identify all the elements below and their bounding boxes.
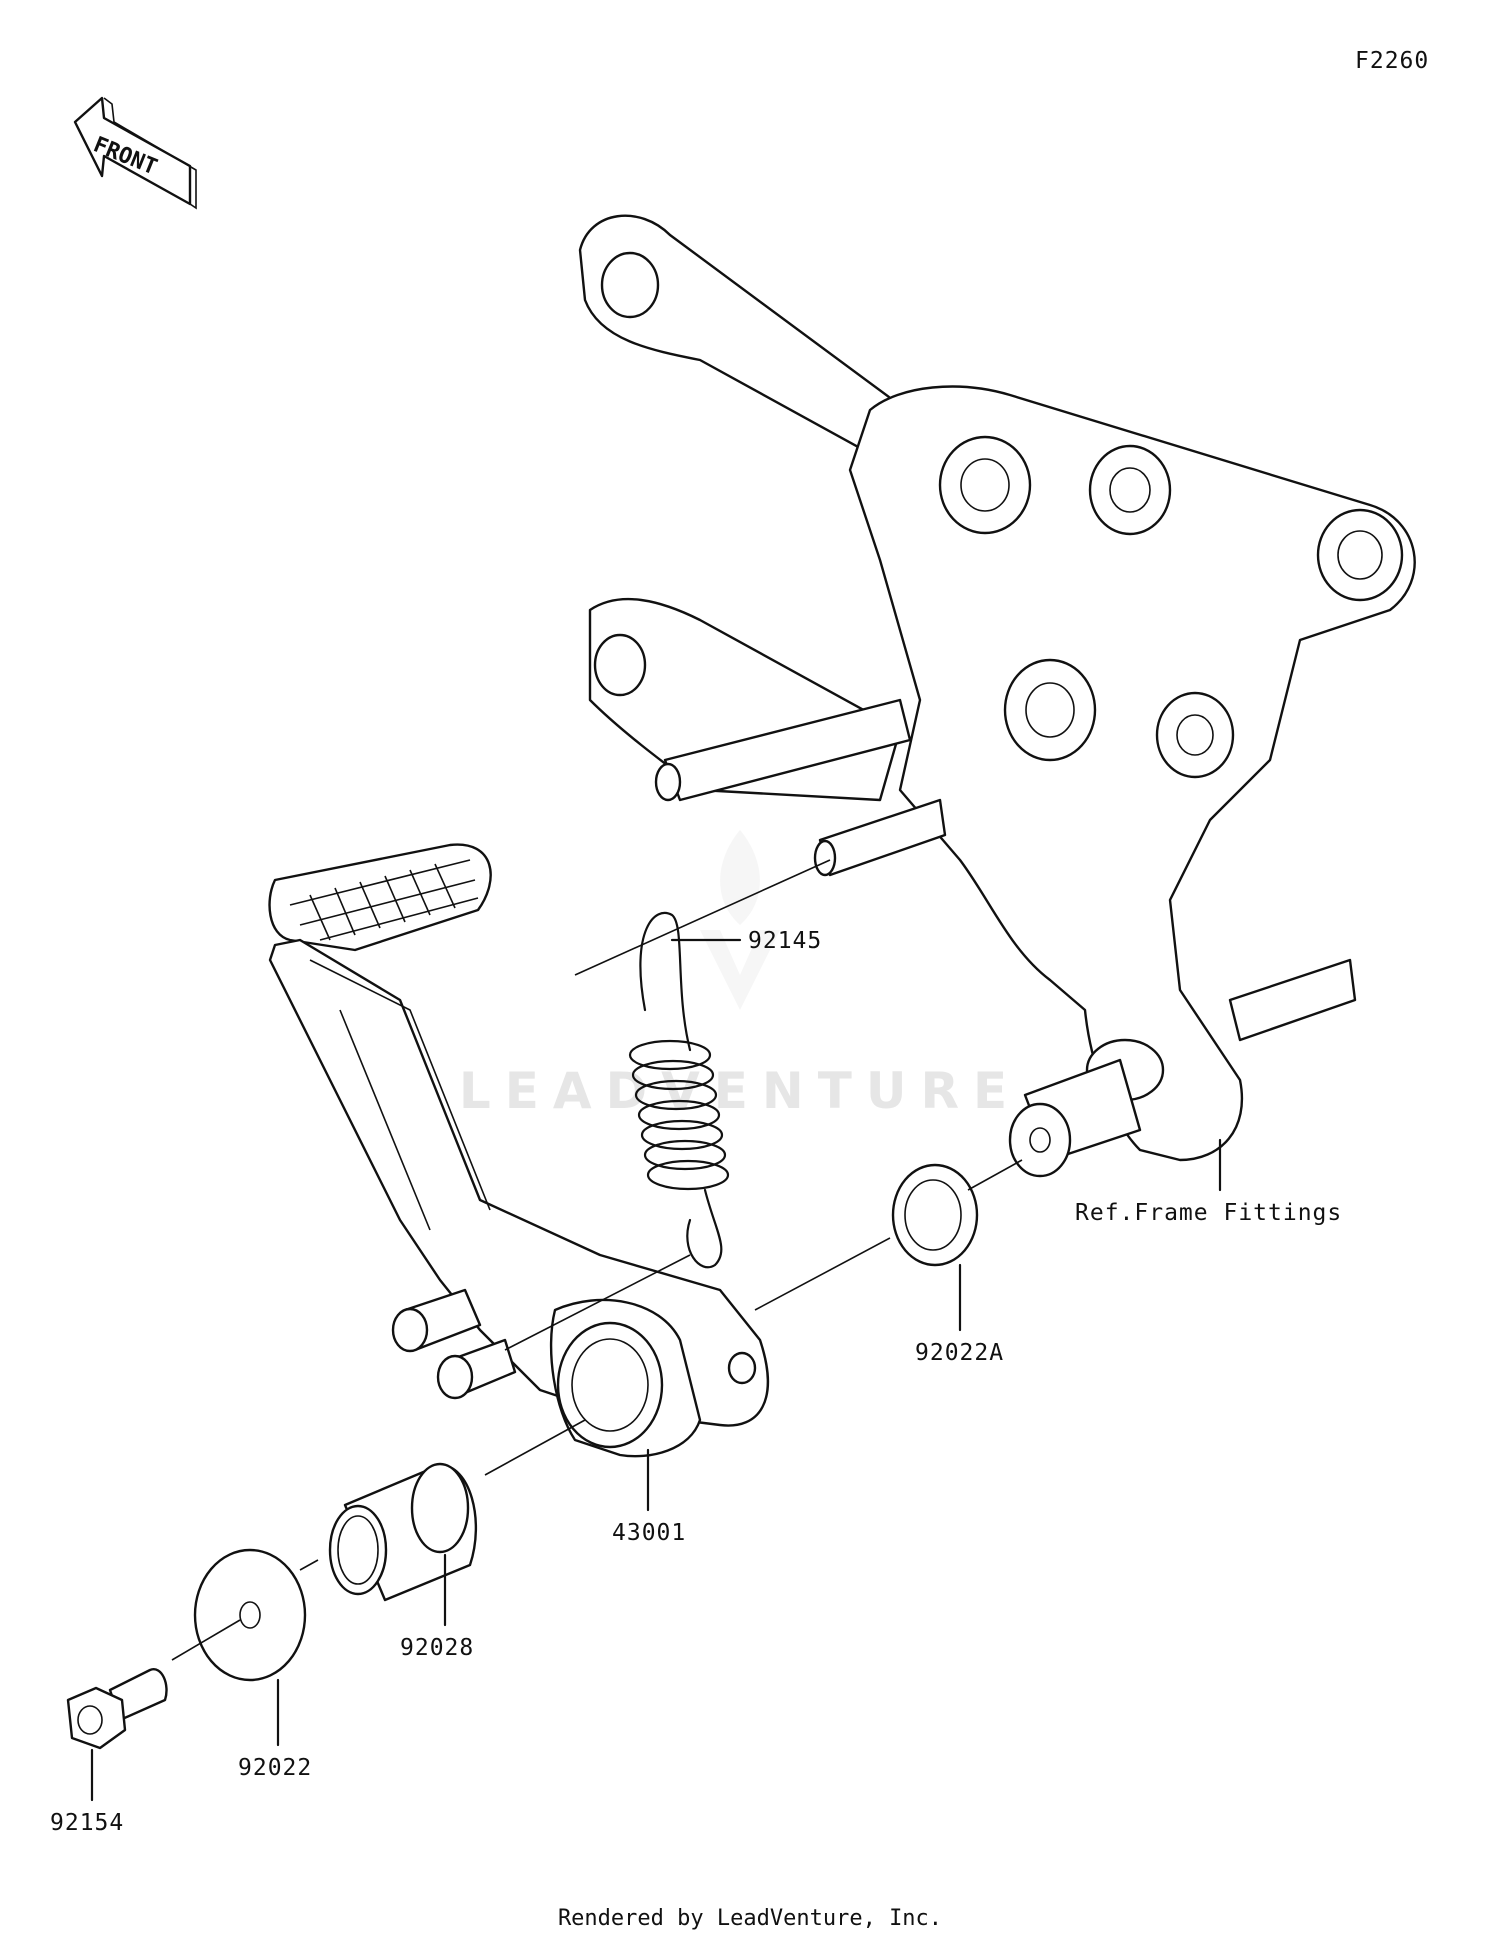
watermark: LEADVENTURE xyxy=(459,830,1021,1120)
callout-92022A: 92022A xyxy=(915,1340,1004,1366)
diagram-code: F2260 xyxy=(1355,48,1429,74)
footer-credit: Rendered by LeadVenture, Inc. xyxy=(558,1906,942,1931)
frame-bracket xyxy=(578,214,1416,1192)
washer-92022A xyxy=(891,1163,979,1332)
washer-92022 xyxy=(193,1548,307,1747)
callout-92154: 92154 xyxy=(50,1810,124,1836)
brake-pedal xyxy=(268,843,770,1512)
callout-92022: 92022 xyxy=(238,1755,312,1781)
callout-92145: 92145 xyxy=(748,928,822,954)
bolt-92154 xyxy=(66,1668,168,1802)
foot-pad-tread xyxy=(289,859,479,941)
callout-ref-frame-fittings: Ref.Frame Fittings xyxy=(1075,1200,1342,1226)
front-arrow-icon: FRONT xyxy=(73,96,197,210)
watermark-logo-icon xyxy=(700,830,780,1010)
bushing-92028 xyxy=(328,1462,478,1627)
callout-43001: 43001 xyxy=(612,1520,686,1546)
assembly-lines xyxy=(171,859,1023,1661)
watermark-text: LEADVENTURE xyxy=(459,1062,1021,1120)
return-spring: 92145 xyxy=(628,911,822,1269)
callout-92028: 92028 xyxy=(400,1635,474,1661)
